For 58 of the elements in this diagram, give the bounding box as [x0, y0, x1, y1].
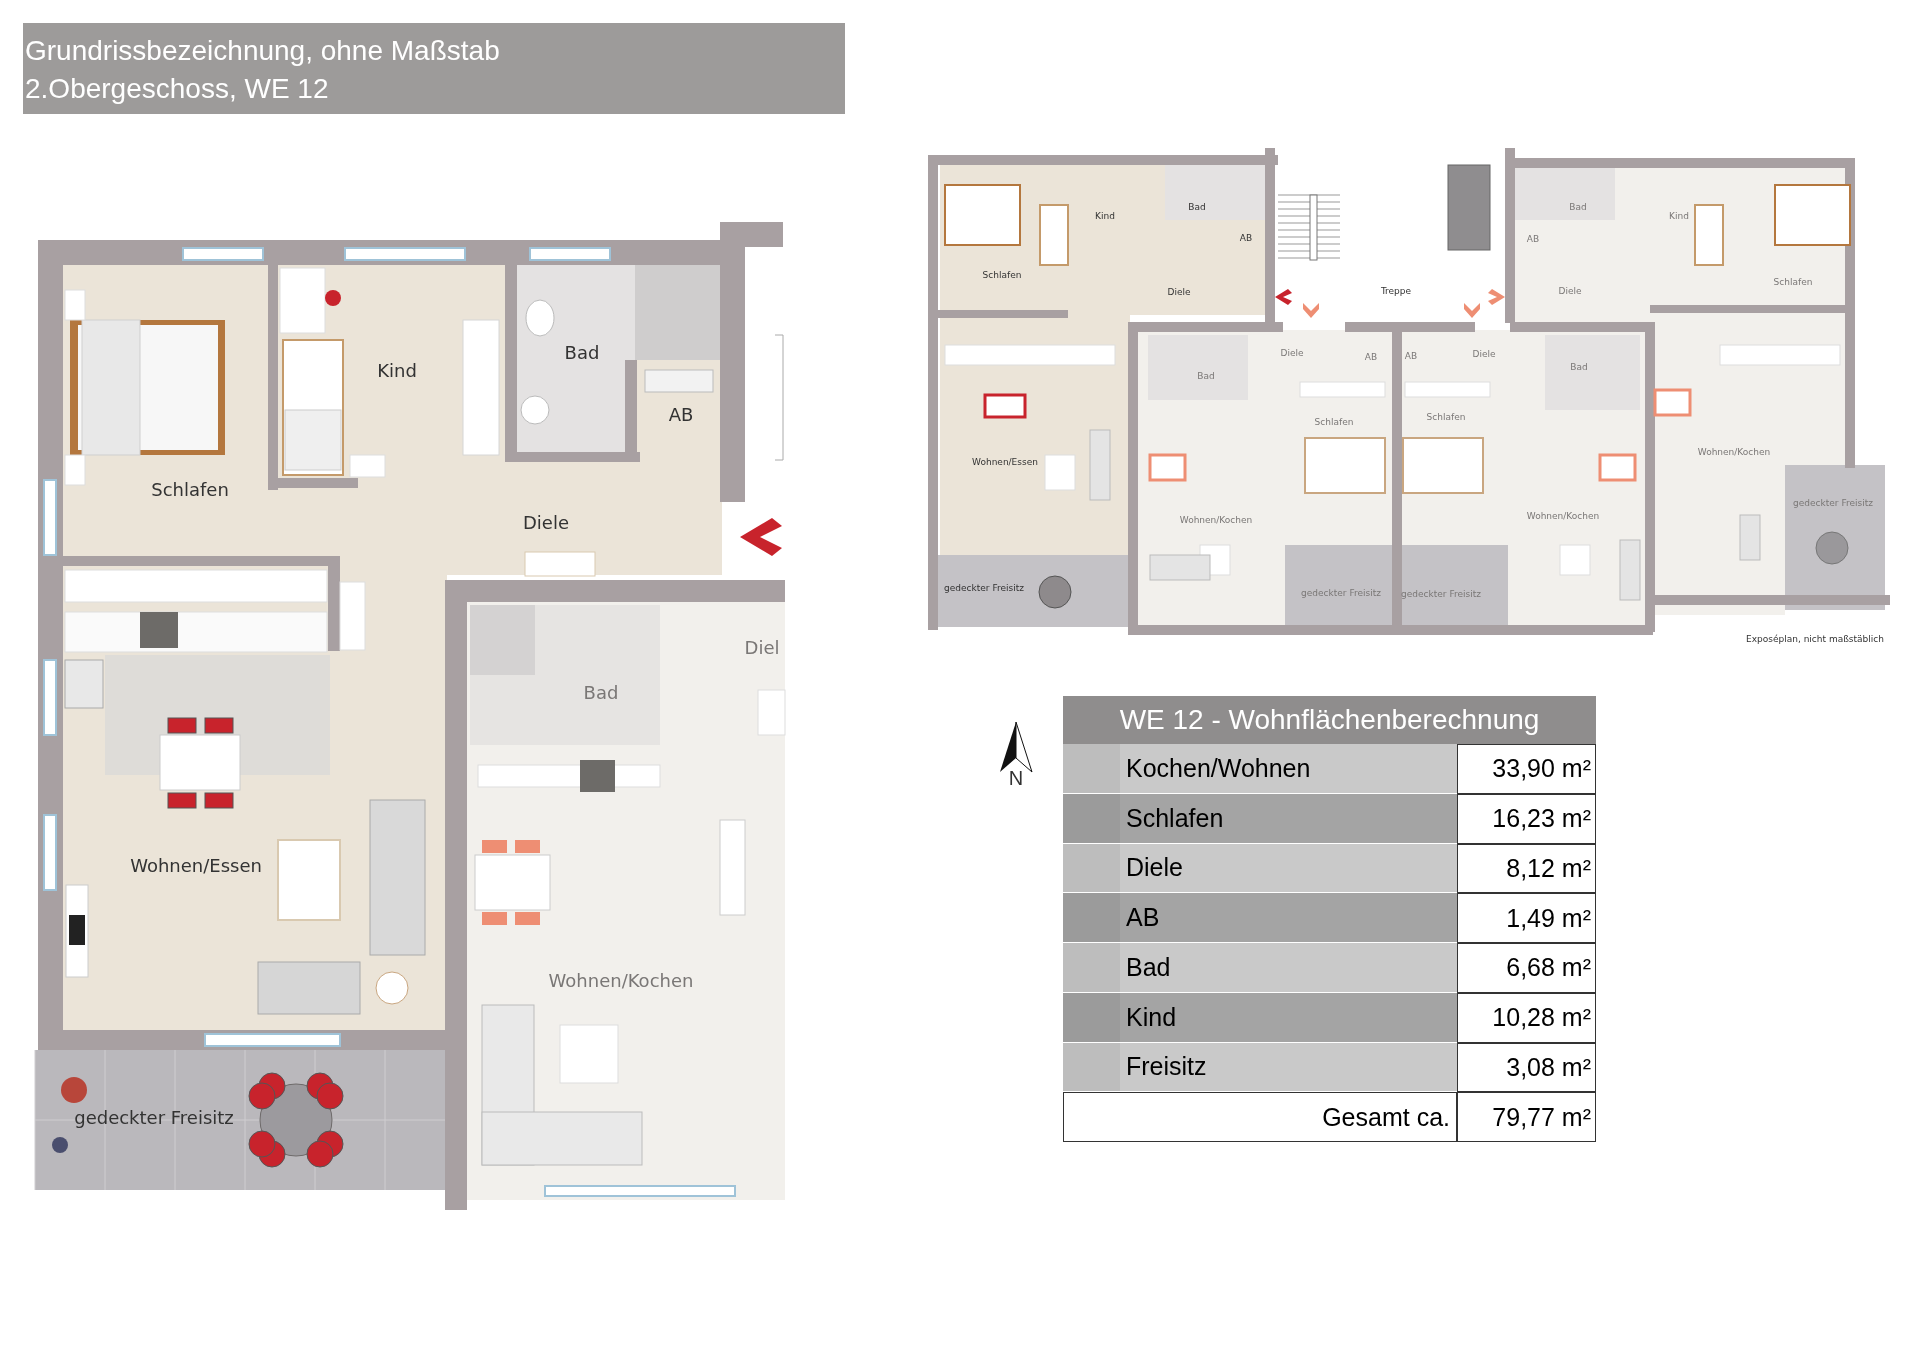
area-value-cell: 3,08 m²: [1457, 1042, 1596, 1093]
room-label: Bad: [1188, 203, 1206, 213]
area-value-cell: 16,23 m²: [1457, 793, 1596, 844]
room-label: Kind: [1095, 212, 1115, 222]
room-label: Diele: [1558, 287, 1582, 297]
room-label: Diel: [744, 638, 780, 658]
total-value-cell: 79,77 m²: [1457, 1092, 1596, 1142]
room-name-cell: Kind: [1120, 992, 1457, 1043]
room-label: Schlafen: [1426, 413, 1466, 423]
room-name-cell: Diele: [1120, 843, 1457, 894]
room-label: Schlafen: [151, 480, 229, 500]
total-label-cell: Gesamt ca.: [1063, 1092, 1457, 1142]
area-value-cell: 1,49 m²: [1457, 893, 1596, 943]
north-label: N: [1008, 767, 1024, 789]
area-value-cell: 10,28 m²: [1457, 992, 1596, 1043]
room-name-cell: AB: [1120, 893, 1457, 943]
room-label: Bad: [564, 343, 600, 363]
room-label: Diele: [1472, 350, 1496, 360]
room-label: gedeckter Freisitz: [944, 584, 1024, 594]
area-value-cell: 8,12 m²: [1457, 843, 1596, 894]
room-label: gedeckter Freisitz: [1793, 499, 1873, 509]
room-label: AB: [1239, 234, 1253, 244]
room-label: Wohnen/Kochen: [548, 971, 694, 991]
room-label: gedeckter Freisitz: [1301, 589, 1381, 599]
room-label: Wohnen/Kochen: [1697, 448, 1771, 458]
subtitle-text: 2.Obergeschoss, WE 12: [25, 73, 329, 105]
room-label: Bad: [583, 683, 619, 703]
room-label: gedeckter Freisitz: [1401, 590, 1481, 600]
room-label: Diele: [1167, 288, 1191, 298]
room-label: Bad: [1197, 372, 1215, 382]
room-label: Diele: [523, 513, 569, 533]
room-label: Schlafen: [1314, 418, 1354, 428]
room-name-cell: Schlafen: [1120, 793, 1457, 844]
room-label: AB: [668, 405, 694, 425]
room-label: AB: [1364, 353, 1378, 363]
room-label: AB: [1404, 352, 1418, 362]
table-heading: WE 12 - Wohnflächenberechnung: [1063, 696, 1596, 744]
room-label: Bad: [1569, 203, 1587, 213]
room-label: Treppe: [1380, 287, 1412, 297]
room-name-cell: Bad: [1120, 943, 1457, 993]
room-label: Diele: [1280, 349, 1304, 359]
room-label: Wohnen/Kochen: [1526, 512, 1600, 522]
plan-note: Exposéplan, nicht maßstäblich: [1746, 635, 1884, 645]
area-value-cell: 6,68 m²: [1457, 943, 1596, 993]
room-label: Kind: [377, 361, 417, 381]
room-label: Schlafen: [1773, 278, 1813, 288]
area-value-cell: 33,90 m²: [1457, 744, 1596, 794]
title-text: Grundrissbezeichnung, ohne Maßstab: [25, 35, 500, 67]
room-name-cell: Freisitz: [1120, 1042, 1457, 1093]
room-name-cell: Kochen/Wohnen: [1120, 744, 1457, 794]
room-label: Wohnen/Essen: [972, 458, 1038, 468]
room-label: AB: [1526, 235, 1540, 245]
room-label: Schlafen: [982, 271, 1022, 281]
room-label: Bad: [1570, 363, 1588, 373]
room-label: Kind: [1669, 212, 1689, 222]
room-label: gedeckter Freisitz: [74, 1108, 234, 1128]
room-label: Wohnen/Essen: [130, 856, 262, 876]
room-label: Wohnen/Kochen: [1179, 516, 1253, 526]
